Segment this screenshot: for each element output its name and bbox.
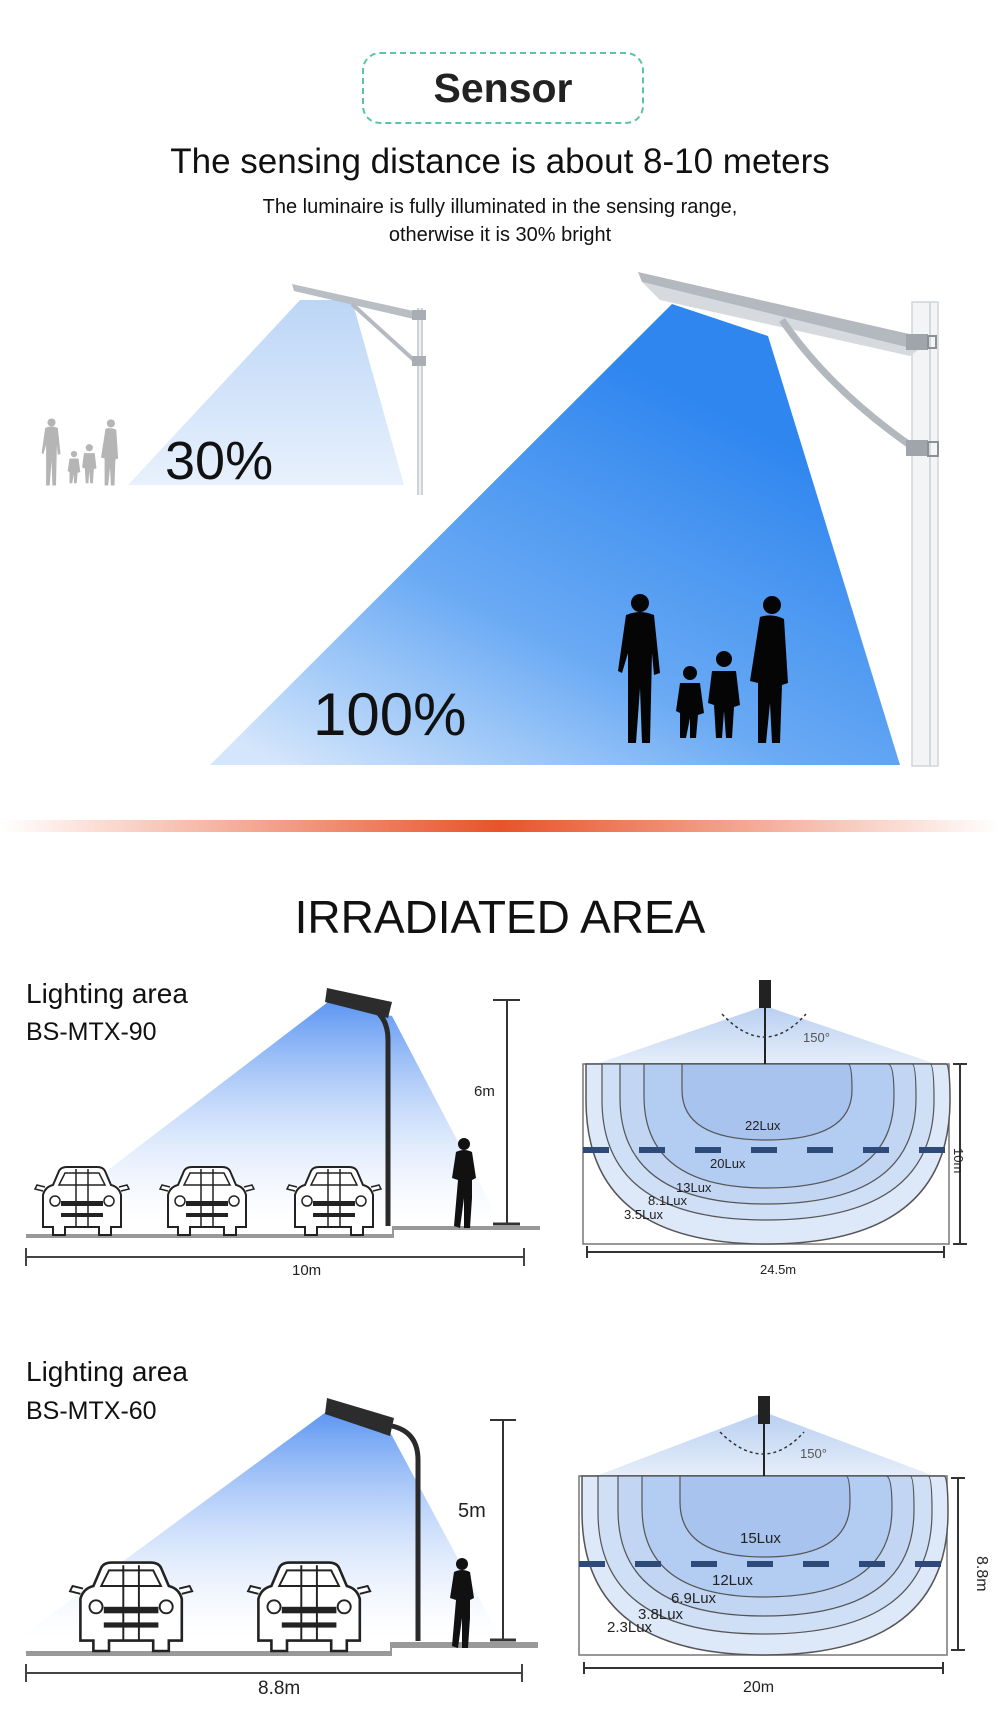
side-view-mtx90 [25, 988, 540, 1266]
irradiated-area-title: IRRADIATED AREA [294, 891, 706, 943]
panel1-lux-5: 3.5Lux [624, 1207, 664, 1222]
panel2-road-width: 8.8m [258, 1678, 301, 1699]
panel2-area-width: 20m [743, 1679, 775, 1696]
sensor-badge: Sensor [362, 52, 644, 124]
panel1-lux-4: 8.1Lux [648, 1193, 688, 1208]
panel1-beam-angle: 150° [803, 1030, 830, 1045]
panel2-lux-1: 15Lux [740, 1530, 781, 1547]
panel1-model: BS-MTX-90 [26, 1018, 157, 1046]
section-divider [0, 820, 1000, 832]
panel2-heading: Lighting area [26, 1356, 188, 1387]
panel1-heading: Lighting area [26, 978, 188, 1009]
panel1-lux-2: 20Lux [710, 1156, 746, 1171]
panel2-lux-3: 6.9Lux [671, 1590, 717, 1607]
panel2-lux-2: 12Lux [712, 1572, 753, 1589]
dim-brightness-label: 30% [165, 431, 274, 491]
dim-lamp-illustration [128, 284, 426, 495]
panel2-lux-5: 2.3Lux [607, 1619, 653, 1636]
panel1-lux-3: 13Lux [676, 1180, 712, 1195]
side-view-mtx60 [20, 1398, 538, 1682]
panel1-road-width: 10m [292, 1262, 322, 1279]
panel2-area-depth: 8.8m [973, 1556, 990, 1592]
panel1-pole-height: 6m [474, 1083, 495, 1100]
sensing-subline-2: otherwise it is 30% bright [388, 224, 612, 246]
full-lamp-illustration [210, 272, 939, 767]
panel1-area-width: 24.5m [760, 1262, 797, 1277]
panel1-area-depth: 10m [951, 1148, 966, 1174]
top-view-mtx60 [578, 1396, 965, 1674]
panel1-lux-1: 22Lux [745, 1118, 781, 1133]
panel2-model: BS-MTX-60 [26, 1397, 157, 1425]
panel2-lux-4: 3.8Lux [638, 1606, 684, 1623]
sensing-subline-1: The luminaire is fully illuminated in th… [262, 196, 738, 218]
sensing-distance-headline: The sensing distance is about 8-10 meter… [170, 142, 830, 181]
family-silhouette-gray [41, 418, 119, 486]
full-brightness-label: 100% [313, 681, 467, 748]
panel2-pole-height: 5m [458, 1500, 486, 1522]
top-view-mtx90 [582, 980, 967, 1258]
panel2-beam-angle: 150° [800, 1446, 827, 1461]
